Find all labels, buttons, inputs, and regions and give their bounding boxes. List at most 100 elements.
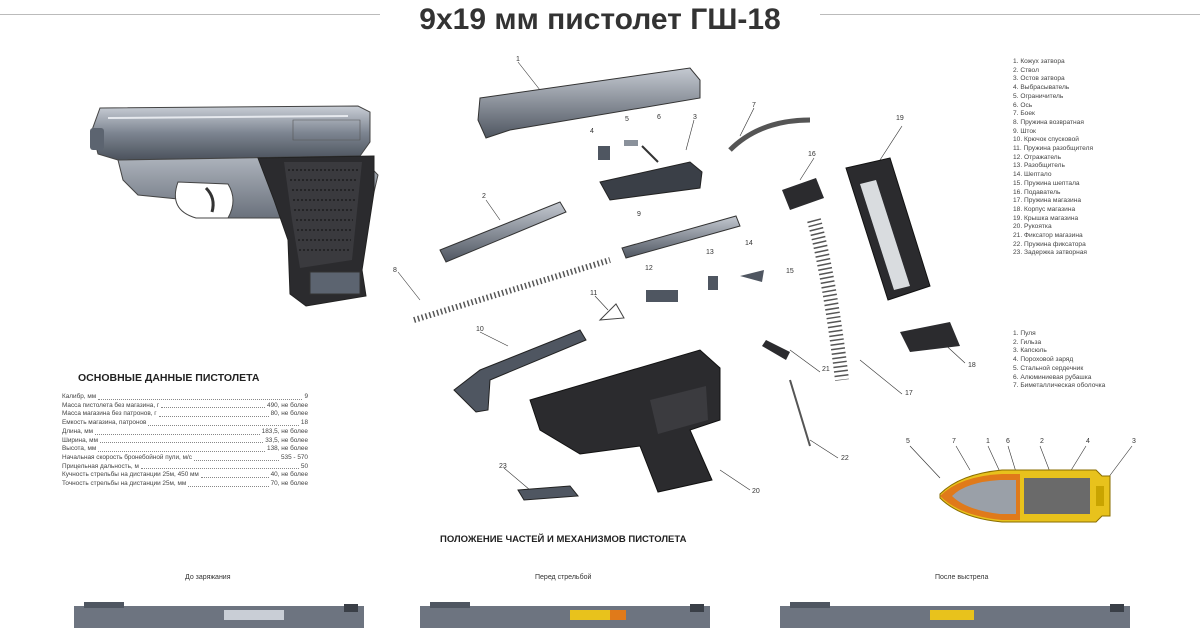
callout-18: 18	[968, 362, 976, 369]
spec-label: Калибр, мм	[62, 393, 97, 400]
parts-legend-item: 20. Рукоятка	[1013, 223, 1052, 231]
spec-value: 535 - 570	[280, 453, 308, 461]
callout-20: 20	[752, 488, 760, 495]
callout-1: 1	[516, 56, 520, 63]
parts-legend-item: 21. Фиксатор магазина	[1013, 232, 1083, 240]
positions-heading: ПОЛОЖЕНИЕ ЧАСТЕЙ И МЕХАНИЗМОВ ПИСТОЛЕТА	[440, 534, 687, 545]
parts-legend-item: 7. Боек	[1013, 110, 1035, 118]
spec-leader-dots	[98, 445, 266, 452]
pistol-section-after-shot	[780, 602, 1130, 628]
cartridge-legend-item: 4. Пороховой заряд	[1013, 356, 1074, 364]
specs-heading: ОСНОВНЫЕ ДАННЫЕ ПИСТОЛЕТА	[78, 372, 260, 384]
spec-label: Длина, мм	[62, 427, 94, 435]
spec-row: Кучность стрельбы на дистанции 25м, 450 …	[62, 471, 308, 480]
spec-leader-dots	[98, 393, 303, 400]
parts-legend-item: 22. Пружина фиксатора	[1013, 240, 1086, 248]
spec-leader-dots	[188, 480, 269, 487]
callout-2: 2	[482, 193, 486, 200]
callout-5: 5	[625, 116, 629, 123]
parts-legend-item: 10. Крючок спусковой	[1013, 136, 1079, 144]
callout-8: 8	[393, 267, 397, 274]
callout-4: 4	[590, 128, 594, 135]
cart-callout-2: 2	[1040, 438, 1044, 445]
parts-legend-item: 6. Ось	[1013, 101, 1033, 109]
spec-value: 50	[300, 462, 308, 470]
callout-11: 11	[590, 290, 598, 297]
cart-callout-4: 4	[1086, 438, 1090, 445]
poster-title: 9х19 мм пистолет ГШ-18	[380, 0, 820, 40]
spec-row: Масса пистолета без магазина, г 490, не б…	[62, 402, 308, 411]
spec-value: 33,5, не более	[265, 436, 308, 444]
assembled-pistol-image	[90, 105, 379, 307]
cart-callout-7: 7	[952, 438, 956, 445]
spec-leader-dots	[200, 471, 269, 479]
header-rule-right	[820, 14, 1200, 15]
cartridge-cutaway-image	[909, 445, 1133, 523]
parts-legend-item: 1. Кожух затвора	[1013, 58, 1065, 65]
callout-9: 9	[637, 211, 641, 218]
spec-value: 18	[300, 419, 308, 427]
spec-label: Точность стрельбы на дистанции 25м, мм	[62, 480, 187, 488]
parts-legend-item: 11. Пружина разобщителя	[1013, 145, 1094, 153]
spec-leader-dots	[99, 437, 264, 444]
spec-label: Масса магазина без патронов, г	[62, 410, 157, 418]
spec-label: Емкость магазина, патронов	[62, 419, 147, 427]
spec-leader-dots	[193, 454, 279, 461]
spec-row: Масса магазина без патронов, г 80, не бол…	[62, 410, 308, 419]
callout-13: 13	[706, 249, 714, 256]
spec-label: Начальная скорость бронебойной пули, м/с	[62, 453, 192, 461]
callout-16: 16	[808, 151, 816, 158]
caption-after-shot: После выстрела	[935, 574, 989, 581]
callout-23: 23	[499, 463, 507, 470]
cartridge-legend-item: 1. Пуля	[1013, 330, 1036, 337]
caption-before-loading: До заряжания	[185, 574, 231, 581]
callout-6: 6	[657, 114, 661, 121]
spec-value: 490, не более	[267, 401, 308, 409]
spec-value: 70, не более	[270, 480, 308, 488]
callout-19: 19	[896, 115, 904, 122]
callout-12: 12	[645, 265, 653, 272]
cart-callout-3: 3	[1132, 438, 1136, 445]
spec-row: Начальная скорость бронебойной пули, м/с…	[62, 454, 308, 463]
cart-callout-5: 5	[906, 438, 910, 445]
callout-22: 22	[841, 455, 849, 462]
spec-leader-dots	[95, 428, 260, 435]
spec-leader-dots	[148, 419, 299, 426]
callout-21: 21	[822, 366, 830, 373]
spec-leader-dots	[140, 463, 299, 470]
cartridge-legend-item: 3. Капсюль	[1013, 347, 1047, 355]
callout-17: 17	[905, 390, 913, 397]
callout-3: 3	[693, 114, 697, 121]
spec-leader-dots	[158, 410, 269, 418]
spec-label: Масса пистолета без магазина, г	[62, 401, 160, 409]
cartridge-legend-item: 6. Алюминиевая рубашка	[1013, 373, 1092, 381]
parts-legend-item: 14. Шептало	[1013, 171, 1052, 179]
callout-15: 15	[786, 268, 794, 275]
spec-row: Длина, мм 183,5, не более	[62, 428, 308, 437]
spec-label: Высота, мм	[62, 445, 97, 453]
parts-legend-item: 23. Задержка затворная	[1013, 249, 1087, 257]
cartridge-legend-item: 5. Стальной сердечник	[1013, 364, 1084, 372]
exploded-parts-diagram	[397, 61, 966, 501]
parts-legend-item: 9. Шток	[1013, 127, 1036, 135]
parts-legend-item: 17. Пружина магазина	[1013, 197, 1082, 205]
caption-before-firing: Перед стрельбой	[535, 574, 592, 581]
spec-row: Точность стрельбы на дистанции 25м, мм 70…	[62, 480, 308, 489]
spec-value: 40, не более	[270, 471, 308, 479]
callout-10: 10	[476, 326, 484, 333]
parts-legend-item: 4. Выбрасыватель	[1013, 84, 1070, 92]
cartridge-legend-item: 2. Гильза	[1013, 338, 1042, 346]
pistol-section-before-firing	[420, 602, 710, 628]
spec-value: 138, не более	[267, 445, 308, 453]
parts-legend-item: 15. Пружина шептала	[1013, 179, 1080, 187]
cart-callout-1: 1	[986, 438, 990, 445]
spec-value: 80, не более	[270, 410, 308, 418]
pistol-section-before-loading	[74, 602, 364, 628]
cartridge-legend-item: 7. Биметаллическая оболочка	[1013, 382, 1106, 390]
parts-legend-item: 8. Пружина возвратная	[1013, 118, 1084, 126]
spec-value: 183,5, не более	[261, 427, 308, 435]
